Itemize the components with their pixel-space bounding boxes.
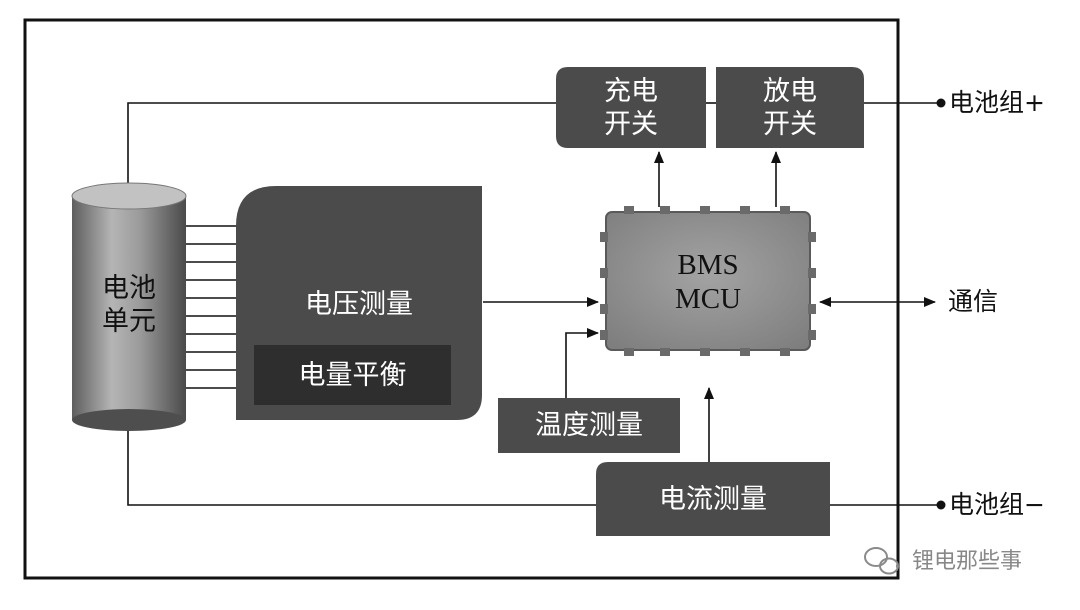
battery-cell-label: 电池 单元: [102, 273, 156, 337]
mcu-label: BMS MCU: [674, 249, 742, 315]
current-measure-block: [596, 462, 830, 536]
pack-minus-label: 电池组−: [949, 490, 1045, 519]
charge-switch-label: 充电 开关: [604, 75, 658, 140]
top-wire: [127, 102, 556, 190]
pack-plus-terminal: [936, 98, 946, 108]
pack-plus-label: 电池组+: [949, 88, 1045, 117]
balancing-block: [254, 345, 451, 405]
voltage-measure-label: 电压测量: [305, 288, 413, 320]
discharge-switch-label: 放电 开关: [763, 75, 817, 140]
communication-label: 通信: [948, 287, 999, 316]
balancing-label: 电量平衡: [298, 359, 407, 391]
charge-switch-block: [556, 67, 706, 148]
cell-tap-lines: [184, 225, 236, 389]
mcu-chip: [600, 206, 816, 356]
bottom-wire: [127, 420, 596, 506]
watermark-text: 锂电那些事: [912, 549, 1023, 574]
pack-minus-terminal: [936, 500, 946, 510]
temperature-measure-label: 温度测量: [535, 410, 643, 441]
discharge-switch-block: [716, 67, 864, 148]
temperature-measure-block: [498, 398, 680, 453]
battery-cell-cylinder: [71, 182, 187, 431]
current-measure-label: 电流测量: [659, 483, 767, 515]
wechat-icon: [864, 547, 899, 575]
temperature-to-mcu-arrow: [565, 328, 599, 398]
